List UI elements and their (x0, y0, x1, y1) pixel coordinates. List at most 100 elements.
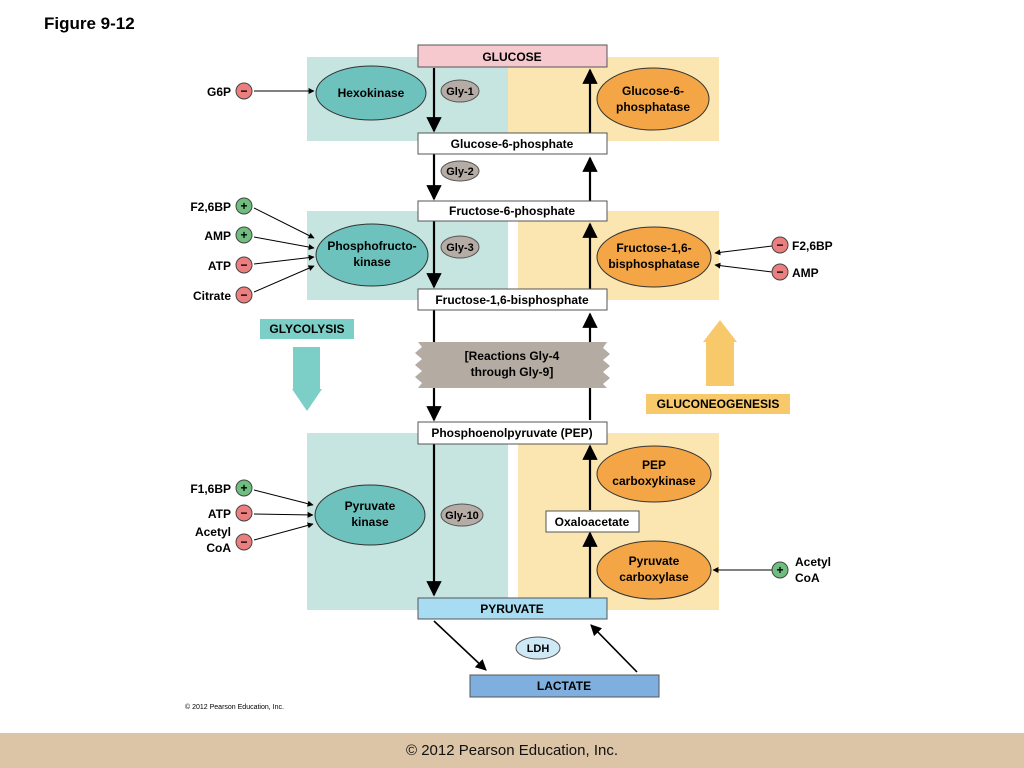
reg-pk-atp-sign: − (240, 506, 247, 520)
reg-pfk-atp-sign: − (240, 258, 247, 272)
pfk-enzyme (315, 223, 429, 287)
lactate-to-pyruvate-arrow (590, 624, 638, 673)
reg-pfk-amp-sign-circle (235, 226, 253, 244)
reg-pk-acetylcoa-label-1: Acetyl (195, 525, 231, 539)
g6pase-label-2: phosphatase (616, 100, 690, 114)
step-gly1-label: Gly-1 (446, 86, 474, 98)
reg-pfk-citrate-sign-circle (235, 286, 253, 304)
oxaloacetate-label: Oxaloacetate (555, 515, 630, 529)
reg-pfk-citrate-label: Citrate (193, 289, 231, 303)
pep-label: Phosphoenolpyruvate (PEP) (431, 426, 592, 440)
glycolysis-label: GLYCOLYSIS (269, 322, 344, 336)
reg-pc-acetylcoa-label-1: Acetyl (795, 555, 831, 569)
reg-pfk-f26bp-sign: + (240, 199, 247, 213)
step-gly2-label: Gly-2 (446, 166, 474, 178)
f6p-box (417, 200, 608, 222)
pyruvate-to-lactate-arrow (433, 620, 487, 671)
hexokinase-enzyme (315, 65, 427, 121)
footer-band: © 2012 Pearson Education, Inc. (0, 733, 1024, 768)
f6p-label: Fructose-6-phosphate (449, 204, 575, 218)
reg-fbpase-f26bp-sign-circle (771, 236, 789, 254)
pyruvate-box (417, 597, 608, 620)
pepck-enzyme (596, 445, 712, 503)
pep-box (417, 421, 608, 445)
reg-pfk-citrate-arrow (253, 265, 315, 293)
reactions-label-2: through Gly-9] (471, 365, 554, 379)
reg-fbpase-f26bp-arrow (714, 245, 773, 256)
ldh-oval (515, 636, 561, 660)
oxaloacetate-box (545, 510, 640, 533)
gluconeogenesis-label: GLUCONEOGENESIS (657, 397, 780, 411)
fbpase-label-2: bisphosphatase (608, 257, 700, 271)
pk-label-1: Pyruvate (345, 499, 396, 513)
reg-fbpase-amp-label: AMP (792, 266, 819, 280)
pc-enzyme (596, 540, 712, 600)
g6p-box (417, 132, 608, 155)
reg-pfk-atp-label: ATP (208, 259, 231, 273)
reg-pfk-amp-sign: + (240, 228, 247, 242)
reactions-label-1: [Reactions Gly-4 (465, 349, 560, 363)
reactions-box (415, 342, 610, 388)
pepck-label-1: PEP (642, 458, 666, 472)
step-gly2 (440, 160, 480, 182)
pk-label-2: kinase (351, 515, 389, 529)
reg-pk-f16bp-sign: + (240, 481, 247, 495)
fbpase-enzyme (596, 226, 712, 288)
reg-fbpase-f26bp-label: F2,6BP (792, 239, 833, 253)
reg-pfk-amp-label: AMP (204, 229, 231, 243)
gluconeogenesis-label-box (646, 394, 790, 414)
reg-pk-f16bp-arrow (253, 489, 314, 507)
figure-title: Figure 9-12 (44, 14, 135, 33)
reg-pk-acetylcoa-sign-circle (235, 533, 253, 551)
pepck-label-2: carboxykinase (612, 474, 696, 488)
footer-copyright: © 2012 Pearson Education, Inc. (405, 742, 619, 759)
reg-hk-g6p-sign: − (240, 84, 247, 98)
reg-fbpase-amp-sign-circle (771, 263, 789, 281)
reg-hk-g6p-sign-circle (235, 82, 253, 100)
glucose-label: GLUCOSE (482, 50, 541, 64)
step-gly1 (440, 79, 480, 103)
glucose-box (417, 44, 608, 68)
reg-pfk-amp-arrow (253, 236, 315, 250)
pc-label-1: Pyruvate (629, 554, 680, 568)
reg-pc-acetylcoa-sign-circle (771, 561, 789, 579)
reg-pk-atp-sign-circle (235, 504, 253, 522)
reg-pk-acetylcoa-sign: − (240, 535, 247, 549)
reg-pk-acetylcoa-label-2: CoA (206, 541, 231, 555)
step-gly3 (440, 235, 480, 259)
reg-pfk-f26bp-label: F2,6BP (190, 200, 231, 214)
fbpase-label-1: Fructose-1,6- (616, 241, 691, 255)
reg-pc-acetylcoa-sign: + (776, 563, 783, 577)
reg-pfk-atp-sign-circle (235, 256, 253, 274)
f16bp-box (417, 288, 608, 311)
reg-pk-f16bp-label: F1,6BP (190, 482, 231, 496)
lactate-label: LACTATE (537, 679, 591, 693)
reg-fbpase-amp-sign: − (776, 265, 783, 279)
lactate-box (469, 674, 660, 698)
reg-pk-f16bp-sign-circle (235, 479, 253, 497)
g6pase-enzyme (596, 67, 710, 131)
step-gly3-label: Gly-3 (446, 242, 474, 254)
reg-pk-atp-label: ATP (208, 507, 231, 521)
glycolysis-direction-arrow (292, 347, 322, 411)
gluconeogenesis-direction-arrow (703, 320, 737, 386)
reg-pfk-f26bp-sign-circle (235, 197, 253, 215)
reg-pk-atp-arrow (253, 511, 314, 518)
reg-pfk-f26bp-arrow (253, 207, 315, 239)
pc-label-2: carboxylase (619, 570, 689, 584)
reg-fbpase-f26bp-sign: − (776, 238, 783, 252)
f16bp-label: Fructose-1,6-bisphosphate (435, 293, 589, 307)
pyruvate-label: PYRUVATE (480, 602, 544, 616)
reg-fbpase-amp-arrow (714, 262, 773, 273)
g6pase-label-1: Glucose-6- (622, 84, 684, 98)
hexokinase-label: Hexokinase (338, 86, 405, 100)
reg-pk-acetylcoa-arrow (253, 522, 314, 541)
reg-hk-g6p-label: G6P (207, 85, 231, 99)
g6p-label: Glucose-6-phosphate (451, 137, 574, 151)
small-copyright: © 2012 Pearson Education, Inc. (185, 703, 284, 711)
reg-pfk-atp-arrow (253, 254, 315, 265)
step-gly10-label: Gly-10 (445, 510, 479, 522)
pfk-label-1: Phosphofructo- (327, 239, 416, 253)
reg-pc-acetylcoa-label-2: CoA (795, 571, 820, 585)
